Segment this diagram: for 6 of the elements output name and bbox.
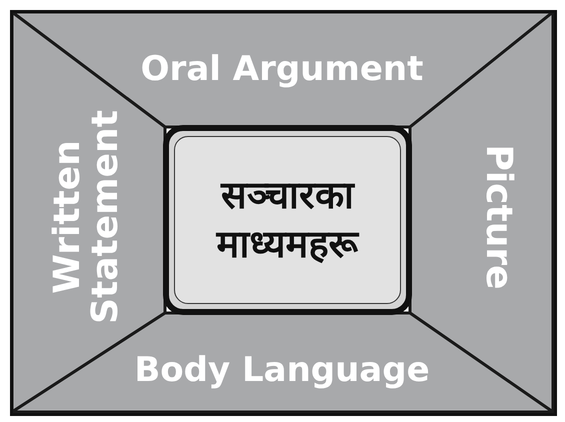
center-label: सञ्चारका माध्यमहरू bbox=[214, 172, 360, 268]
panel-label: Oral Argument bbox=[140, 52, 424, 88]
center-box bbox=[163, 125, 412, 315]
panel-label: Body Language bbox=[133, 353, 431, 389]
panel-label: Written Statement bbox=[49, 109, 125, 326]
panel-label: Picture bbox=[479, 143, 517, 292]
